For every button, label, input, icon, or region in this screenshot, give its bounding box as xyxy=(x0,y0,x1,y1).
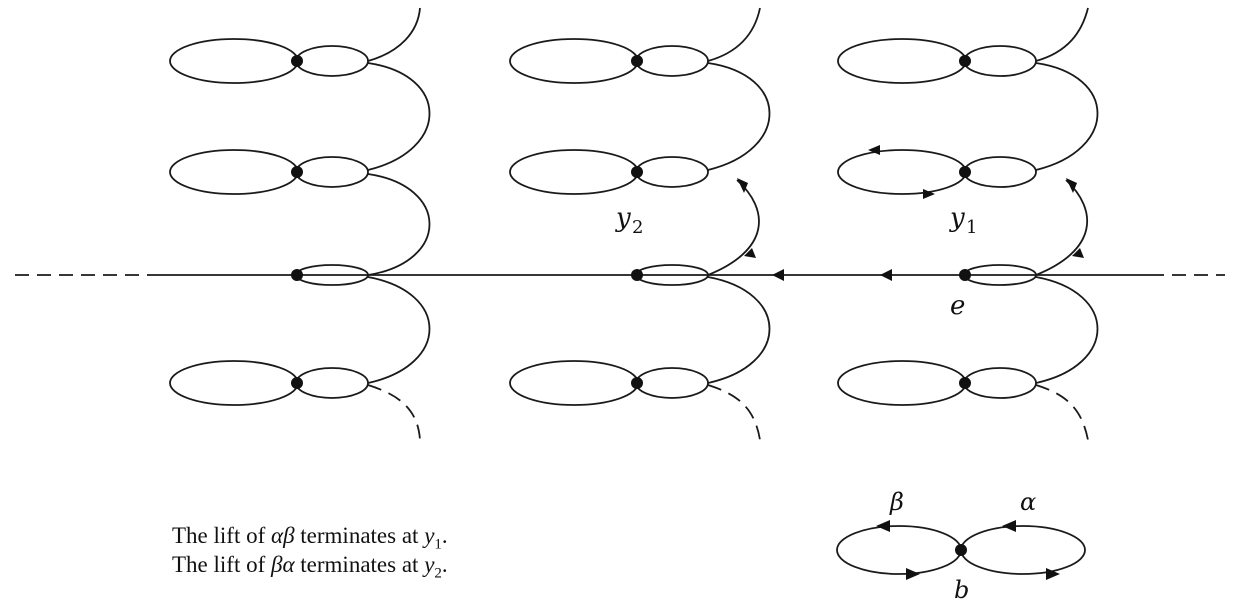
caption-1-mid: terminates at xyxy=(294,523,425,548)
caption-2-end: . xyxy=(441,552,448,577)
caption-line-2: The lift of βα terminates at y2. xyxy=(172,552,448,583)
caption-2-mid: terminates at xyxy=(294,552,425,577)
caption-1-sub: 1 xyxy=(434,536,442,553)
label-y1: y xyxy=(949,203,965,233)
line-arrows xyxy=(772,269,892,281)
column-left xyxy=(169,7,431,441)
label-y2-sub: 2 xyxy=(632,217,643,238)
column-right xyxy=(837,7,1099,441)
label-y1-sub: 1 xyxy=(966,217,977,238)
caption-1-path: αβ xyxy=(271,523,295,548)
caption-1-var: y xyxy=(424,523,435,548)
caption-2-prefix: The lift of xyxy=(172,552,271,577)
caption-1-end: . xyxy=(441,523,448,548)
label-beta: β xyxy=(889,488,904,516)
caption-line-1: The lift of αβ terminates at y1. xyxy=(172,523,448,554)
label-e: e xyxy=(950,291,965,321)
base-figure-eight: β α b xyxy=(836,488,1086,604)
label-b: b xyxy=(954,576,969,604)
label-y2: y xyxy=(615,203,631,233)
caption-1-prefix: The lift of xyxy=(172,523,271,548)
caption-2-var: y xyxy=(424,552,435,577)
column-middle xyxy=(509,7,771,441)
point-labels: y 2 y 1 e xyxy=(615,203,977,321)
label-alpha: α xyxy=(1020,488,1036,516)
caption-2-path: βα xyxy=(271,552,295,577)
caption-2-sub: 2 xyxy=(434,565,442,582)
